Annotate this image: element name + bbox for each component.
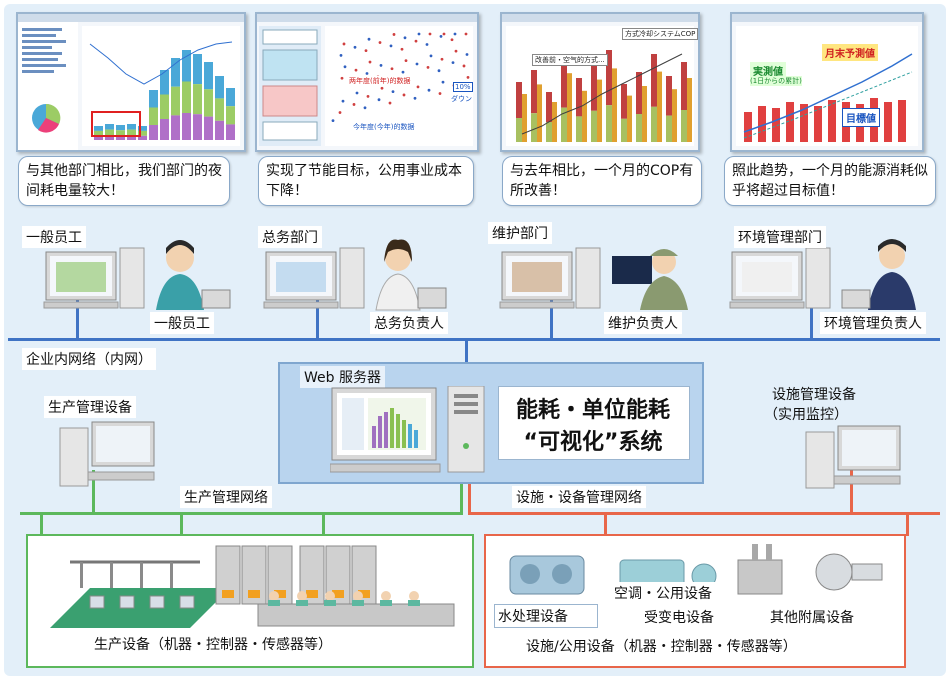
production-mgmt-label: 生产管理设备 <box>44 396 136 418</box>
desktop-computer-icon <box>730 248 830 308</box>
desktop-computer-icon <box>44 248 144 308</box>
desktop-computer-icon <box>264 248 364 308</box>
desktop-computer-icon <box>500 248 600 308</box>
production-mgmt-svg <box>58 420 158 490</box>
factory-machine-icon <box>50 562 230 628</box>
pump-icon <box>816 554 882 590</box>
facility-mgmt-label-1: 设施管理设备 <box>772 384 856 404</box>
chiller-icon <box>510 556 584 594</box>
production-equipment-svg <box>30 538 466 638</box>
person-icon <box>842 239 916 310</box>
substation-label: 受变电设备 <box>640 606 718 628</box>
facility-mgmt-label-2: （实用监控） <box>764 404 848 424</box>
person-icon <box>612 249 688 310</box>
intranet-label: 企业内网络（内网） <box>22 348 156 370</box>
system-title-line-1: 能耗・单位能耗 <box>498 392 688 424</box>
desktop-computer-icon <box>60 422 154 486</box>
desktop-computer-icon <box>330 388 440 472</box>
dept-label-1: 一般员工 <box>22 226 86 248</box>
person-label-4: 环境管理负责人 <box>820 312 926 334</box>
person-icon <box>376 239 446 310</box>
facility-mgmt-svg <box>804 424 904 490</box>
facility-network-label: 设施・设备管理网络 <box>512 486 646 508</box>
person-label-1: 一般员工 <box>150 312 214 334</box>
system-title-line-2: “可视化”系统 <box>498 424 688 456</box>
person-label-3: 维护负责人 <box>604 312 682 334</box>
server-tower-icon <box>448 386 484 472</box>
dept-label-4: 环境管理部门 <box>734 226 826 248</box>
hvac-label: 空调・公用设备 <box>610 582 716 604</box>
facility-equipment-caption: 设施/公用设备（机器・控制器・传感器等） <box>526 636 797 656</box>
transformer-icon <box>738 544 782 594</box>
production-equipment-caption: 生产设备（机器・控制器・传感器等） <box>94 634 332 654</box>
production-network-label: 生产管理网络 <box>180 486 272 508</box>
person-icon <box>156 240 230 310</box>
factory-machine-icon <box>216 546 376 604</box>
web-server-label: Web 服务器 <box>300 366 385 388</box>
server-equipment-svg <box>330 386 490 478</box>
water-label: 水处理设备 <box>498 606 568 626</box>
other-label: 其他附属设备 <box>766 606 858 628</box>
dept-label-2: 总务部门 <box>258 226 322 248</box>
desktop-computer-icon <box>806 426 900 488</box>
dept-label-3: 维护部门 <box>488 222 552 244</box>
person-label-2: 总务负责人 <box>370 312 448 334</box>
